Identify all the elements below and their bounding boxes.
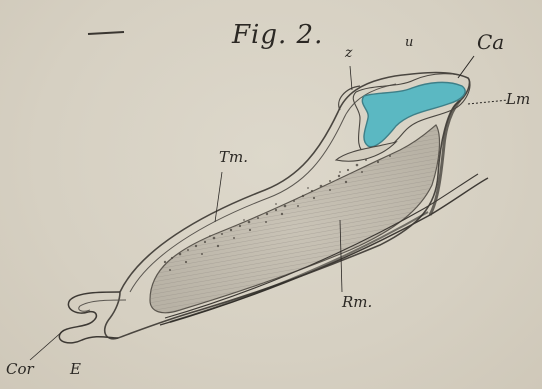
leader-z <box>350 66 352 90</box>
label-lm: Lm <box>506 92 530 107</box>
leader-lm <box>468 100 508 104</box>
label-tm: Tm. <box>219 150 248 165</box>
label-rm: Rm. <box>342 295 372 310</box>
label-u: u <box>405 36 413 49</box>
leader-tm <box>215 172 222 222</box>
figure-title: Fig. 2. <box>232 22 323 48</box>
label-cor: Cor <box>6 362 34 377</box>
striated-body-hatch <box>150 125 439 313</box>
label-ca: Ca <box>477 32 504 52</box>
stray-mark <box>88 32 124 34</box>
leader-ca <box>458 56 474 78</box>
leader-cor <box>30 330 64 360</box>
label-z: z <box>345 46 352 60</box>
label-e: E <box>70 362 81 377</box>
